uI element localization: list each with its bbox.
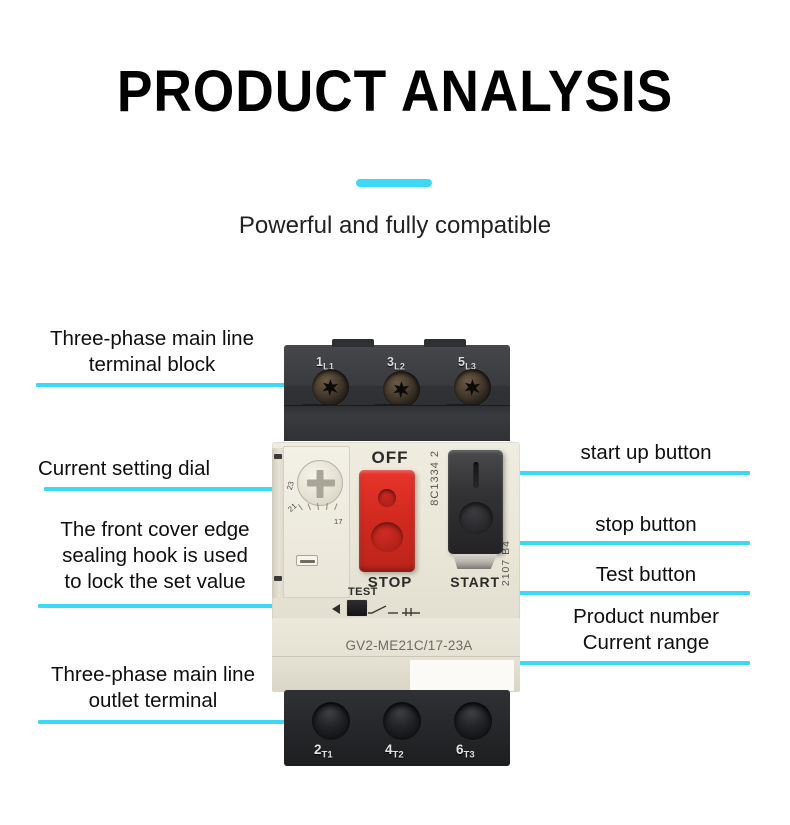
leader-line-sealing-hook	[38, 604, 296, 608]
sealing-hook[interactable]	[296, 555, 318, 566]
callout-line: The front cover edge	[60, 518, 250, 541]
start-up-button[interactable]	[448, 450, 503, 554]
callout-line: terminal block	[88, 353, 216, 377]
terminal-screw[interactable]	[454, 369, 491, 406]
callout-line: Test button	[595, 563, 697, 586]
terminal-label-4t2: 4T2	[385, 742, 404, 761]
test-button[interactable]	[346, 599, 368, 617]
callout-start-button: start up button	[512, 440, 780, 466]
current-setting-dial[interactable]	[297, 460, 343, 506]
terminal-label-3l2: 3L2	[387, 355, 406, 372]
start-metal-tab	[453, 554, 497, 569]
dial-ticks	[297, 502, 340, 513]
page-title: PRODUCT ANALYSIS	[116, 59, 674, 124]
callout-stop-button: stop button	[512, 512, 780, 538]
callout-test-button: Test button	[512, 562, 780, 588]
leader-line-terminal-block-in	[36, 383, 314, 387]
callout-sealing-hook: The front cover edge sealing hook is use…	[26, 517, 284, 596]
terminal-label-6t3: 6T3	[456, 742, 475, 761]
off-label: OFF	[371, 448, 409, 467]
callout-line: stop button	[595, 513, 697, 536]
start-panel: START	[444, 446, 506, 616]
callout-terminal-block-out: Three-phase main line outlet terminal	[22, 662, 284, 714]
callout-line: Current setting dial	[38, 457, 211, 480]
terminal-label-1l1: 1L1	[316, 355, 335, 372]
callout-line: sealing hook is used	[62, 544, 248, 568]
top-terminal-row: 1L1 3L2 5L3	[284, 345, 510, 411]
terminal-label-2t1: 2T1	[314, 742, 333, 761]
outlet-terminal-hole[interactable]	[454, 702, 492, 740]
blank-label-plate	[410, 660, 514, 691]
lower-housing: GV2-ME21C/17-23A	[272, 618, 520, 692]
current-setting-panel: 23 21 17	[283, 446, 350, 598]
start-label: START	[450, 574, 500, 590]
leader-line-start-button	[476, 471, 750, 475]
terminal-screw[interactable]	[383, 371, 420, 408]
part-number-text: GV2-ME21C/17-23A	[345, 638, 473, 653]
stop-button-ring	[378, 489, 396, 507]
side-code-text: 8C1334 2	[429, 450, 441, 506]
test-button-group: TEST	[322, 586, 394, 618]
clip-mark	[274, 576, 282, 581]
callout-line: Product number	[573, 605, 719, 628]
stop-panel: OFF STOP	[352, 446, 428, 616]
terminal-screw[interactable]	[312, 369, 349, 406]
callout-line: to lock the set value	[64, 570, 246, 594]
page-subtitle: Powerful and fully compatible	[238, 212, 552, 239]
front-cover-edge-clip	[272, 448, 284, 598]
leader-line-product-number	[510, 661, 750, 665]
leader-line-terminal-block-out	[38, 720, 316, 724]
dial-scale: 23 21 17	[284, 480, 343, 526]
callout-line: Current range	[582, 631, 710, 655]
callout-current-dial: Current setting dial	[38, 456, 288, 482]
callout-line: start up button	[580, 441, 712, 464]
start-button-dimple	[458, 502, 493, 534]
block-shelf	[284, 405, 510, 441]
top-terminal-block: 1L1 3L2 5L3	[284, 339, 510, 441]
callout-line: Three-phase main line	[51, 663, 255, 686]
callout-terminal-block-in: Three-phase main line terminal block	[22, 326, 282, 378]
bottom-terminal-block: 2T1 4T2 6T3	[284, 690, 510, 766]
test-label: TEST	[348, 586, 378, 598]
accent-divider	[356, 179, 432, 187]
leader-line-current-dial	[44, 487, 314, 491]
terminal-label-5l3: 5L3	[458, 355, 477, 372]
stop-button-dimple	[371, 522, 403, 552]
callout-line: Three-phase main line	[50, 327, 254, 350]
start-button-slot	[473, 462, 478, 488]
front-cover: 23 21 17 OFF STOP	[272, 442, 520, 622]
test-arrow-icon	[332, 604, 340, 614]
leader-line-test-button	[345, 591, 750, 595]
outlet-terminal-hole[interactable]	[312, 702, 350, 740]
stop-label: STOP	[367, 574, 413, 591]
leader-line-stop-button	[355, 541, 750, 545]
top-nub	[424, 339, 466, 347]
callout-product-number: Product number Current range	[512, 604, 780, 656]
outlet-terminal-hole[interactable]	[383, 702, 421, 740]
clip-mark	[274, 454, 282, 459]
callout-line: outlet terminal	[88, 689, 218, 713]
housing-seam	[272, 656, 520, 657]
motor-protection-circuit-breaker: 1L1 3L2 5L3	[272, 339, 520, 767]
stop-button[interactable]	[359, 470, 415, 572]
top-nub	[332, 339, 374, 347]
